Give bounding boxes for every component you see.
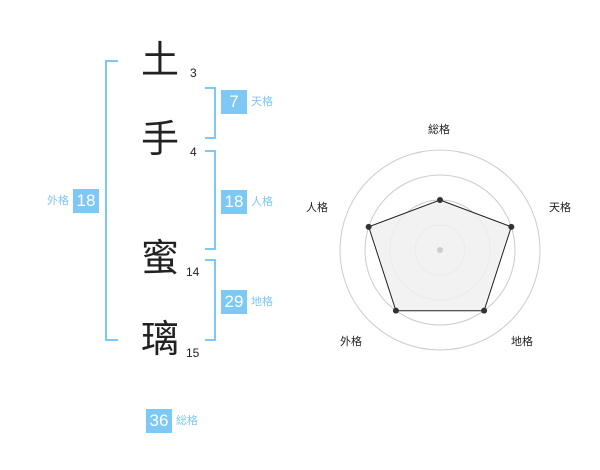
radar-center-dot <box>437 247 443 253</box>
jinkaku-value: 18 <box>221 190 247 214</box>
chikaku-bracket <box>205 259 216 341</box>
radar-label-tenkaku: 天格 <box>549 201 571 214</box>
stroke-count-1: 3 <box>190 66 197 80</box>
soukaku-value: 36 <box>146 409 172 433</box>
chikaku-label: 地格 <box>251 295 273 308</box>
stroke-count-2: 4 <box>190 145 197 159</box>
radar-svg <box>339 149 541 351</box>
soukaku-badge: 36 総格 <box>146 409 198 433</box>
stroke-count-3: 14 <box>186 265 200 279</box>
jinkaku-badge: 18 人格 <box>221 190 273 214</box>
jinkaku-bracket <box>205 150 216 250</box>
jinkaku-label: 人格 <box>251 195 273 208</box>
soukaku-label: 総格 <box>176 414 198 427</box>
name-char-2: 手 <box>140 117 179 161</box>
radar-label-gaikaku: 外格 <box>340 335 362 348</box>
gaikaku-badge: 18 外格 <box>47 189 99 213</box>
radar-label-jinkaku: 人格 <box>306 201 328 214</box>
radar-point <box>481 307 488 314</box>
radar-point <box>392 307 399 314</box>
radar-point <box>437 197 443 203</box>
name-char-1: 土 <box>140 38 179 82</box>
gaikaku-value: 18 <box>73 189 99 213</box>
chikaku-value: 29 <box>221 290 247 314</box>
chikaku-badge: 29 地格 <box>221 290 273 314</box>
stroke-count-4: 15 <box>186 346 200 360</box>
radar-label-chikaku: 地格 <box>511 335 533 348</box>
tenkaku-value: 7 <box>221 90 247 114</box>
radar-point <box>365 223 372 230</box>
name-char-3: 蜜 <box>140 236 179 280</box>
tenkaku-badge: 7 天格 <box>221 90 273 114</box>
radar-grid-ring <box>339 149 541 351</box>
radar-chart <box>330 140 550 360</box>
radar-polygon <box>368 199 512 312</box>
gaikaku-label: 外格 <box>47 194 69 207</box>
radar-grid-ring <box>364 174 516 326</box>
gaikaku-bracket <box>105 60 118 341</box>
radar-label-soukaku: 総格 <box>428 123 450 136</box>
name-char-4: 璃 <box>140 317 179 361</box>
tenkaku-bracket <box>205 87 216 139</box>
tenkaku-label: 天格 <box>251 95 273 108</box>
radar-point <box>508 223 515 230</box>
